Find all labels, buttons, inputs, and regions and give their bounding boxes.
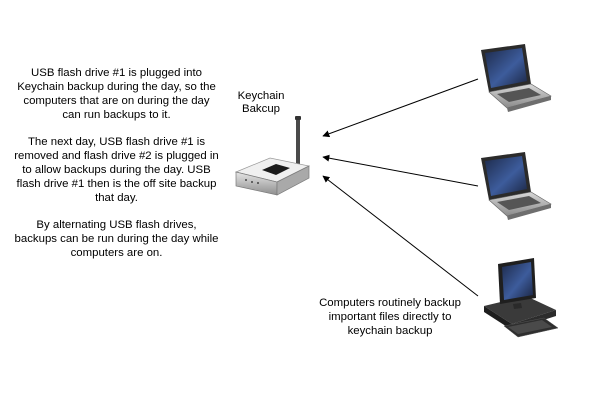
keychain-backup-label: Keychain Bakcup: [226, 90, 296, 116]
explanation-text: USB flash drive #1 is plugged into Keych…: [14, 66, 219, 273]
desktop-computer-icon: [484, 258, 559, 338]
connector-laptop-1: [322, 78, 479, 138]
laptop-icon: [481, 152, 552, 220]
explanation-paragraph-1: USB flash drive #1 is plugged into Keych…: [17, 67, 216, 121]
connector-laptop-2: [322, 154, 479, 187]
explanation-paragraph-2: The next day, USB flash drive #1 is remo…: [14, 136, 219, 204]
laptop-icon: [481, 44, 552, 112]
keychain-backup-label-line1: Keychain: [237, 90, 285, 102]
router-icon: [234, 116, 311, 196]
connector-desktop: [322, 175, 479, 297]
explanation-paragraph-3: By alternating USB flash drives, backups…: [14, 219, 219, 259]
keychain-backup-label-line2: Bakcup: [242, 103, 280, 115]
computers-caption: Computers routinely backup important fil…: [319, 297, 461, 337]
